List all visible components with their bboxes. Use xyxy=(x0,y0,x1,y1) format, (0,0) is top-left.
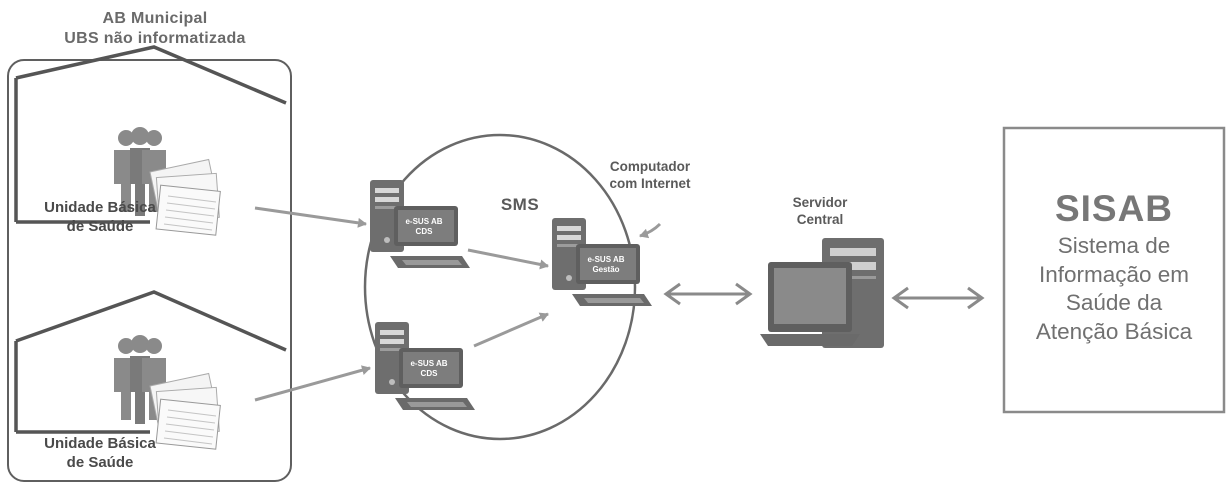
arrow-internet-callout xyxy=(639,222,662,239)
group-title: AB Municipal UBS não informatizada xyxy=(40,9,270,49)
arrow-ubs2-to-pc2 xyxy=(254,365,371,402)
sisab-title: SISAB xyxy=(1054,188,1174,229)
sisab-box xyxy=(1002,126,1226,414)
ubs-2-line2: de Saúde xyxy=(66,453,134,471)
ubs-label-1: Unidade Básica de Saúde xyxy=(20,199,180,237)
server-line2: Central xyxy=(796,211,844,227)
sisab-text: SISAB Sistema de Informação em Saúde da … xyxy=(1006,186,1222,347)
pc-gestao: e-SUS AB Gestão xyxy=(552,218,652,306)
server-line1: Servidor xyxy=(792,195,848,210)
pc-cds-1-screen-line1: e-SUS AB xyxy=(405,217,442,226)
sms-boundary xyxy=(363,133,637,441)
ubs-label-2: Unidade Básica de Saúde xyxy=(20,435,180,473)
sisab-desc-line1: Sistema de xyxy=(1057,233,1171,259)
sisab-desc-line3: Saúde da xyxy=(1065,290,1163,316)
ubs-1-line2: de Saúde xyxy=(66,217,134,235)
internet-pc-line2: com Internet xyxy=(609,175,691,191)
house-roof-1 xyxy=(15,45,287,105)
arrow-pc2-to-gestao xyxy=(473,312,549,348)
server-label: Servidor Central xyxy=(770,195,870,229)
pc-cds-2-screen-line2: CDS xyxy=(421,369,439,378)
central-server-icon xyxy=(760,238,884,348)
sms-label: SMS xyxy=(500,195,540,214)
pc-cds-1-screen-line2: CDS xyxy=(416,227,434,236)
pc-gestao-screen-line2: Gestão xyxy=(592,265,619,274)
pc-cds-2: e-SUS AB CDS xyxy=(375,322,475,410)
arrow-server-sisab xyxy=(891,286,985,310)
ubs-2-line1: Unidade Básica xyxy=(44,435,156,452)
pc-cds-1: e-SUS AB CDS xyxy=(370,180,470,268)
sisab-desc-line4: Atenção Básica xyxy=(1035,318,1193,344)
internet-pc-label: Computador com Internet xyxy=(580,159,720,193)
house-roof-2 xyxy=(15,290,287,352)
sisab-desc-line2: Informação em xyxy=(1038,261,1190,287)
ubs-1-line1: Unidade Básica xyxy=(44,199,156,216)
pc-gestao-screen-line1: e-SUS AB xyxy=(587,255,624,264)
group-title-line1: AB Municipal xyxy=(102,10,208,27)
arrow-gestao-server xyxy=(663,282,753,306)
ubs-group-frame xyxy=(7,59,292,482)
arrow-pc1-to-gestao xyxy=(467,248,549,270)
internet-pc-line1: Computador xyxy=(609,159,691,174)
pc-cds-2-screen-line1: e-SUS AB xyxy=(410,359,447,368)
group-title-line2: UBS não informatizada xyxy=(64,30,246,47)
arrow-ubs1-to-pc1 xyxy=(254,206,367,228)
